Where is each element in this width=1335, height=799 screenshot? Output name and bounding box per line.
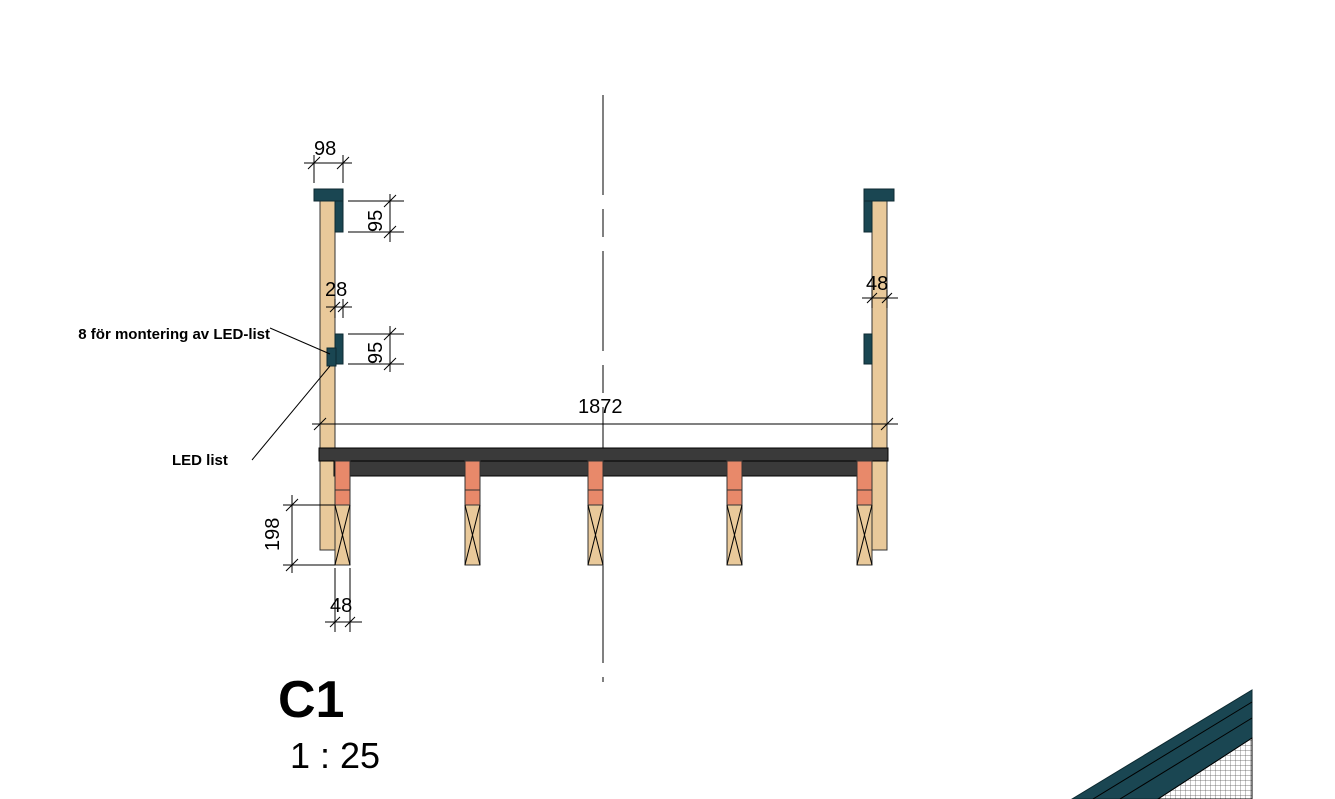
dimension-joist-width: 48 [325, 568, 362, 632]
left-top-cap [313, 188, 344, 202]
right-upper-batten [863, 200, 873, 233]
dim-top-width-label: 98 [314, 138, 336, 160]
right-top-cap [863, 188, 895, 202]
joist [856, 460, 873, 566]
left-wall [313, 188, 344, 551]
dimension-lower-batten: 95 [348, 326, 404, 372]
annotation-led-text: LED list [172, 452, 228, 469]
joist [464, 460, 481, 566]
annotation-batten: 8 för montering av LED-list [78, 326, 331, 355]
right-post [871, 199, 888, 551]
dim-joist-height-label: 198 [262, 518, 284, 551]
scale-label: 1 : 25 [290, 735, 380, 776]
led-strip [326, 347, 337, 367]
dim-joist-width-label: 48 [330, 595, 352, 617]
dimension-joist-height: 198 [262, 495, 335, 573]
joist [334, 460, 351, 566]
annotation-batten-text: 8 för montering av LED-list [78, 326, 270, 343]
dim-lower-batten-label: 95 [365, 342, 387, 364]
joists [334, 460, 873, 566]
joist [587, 460, 604, 566]
dim-right-post-label: 48 [866, 273, 888, 295]
dimension-top-width: 98 [304, 138, 352, 183]
dim-upper-batten-label: 95 [365, 210, 387, 232]
dim-batten-thickness-label: 28 [325, 279, 347, 301]
deck-top-layer [318, 447, 889, 462]
left-upper-batten [334, 200, 344, 233]
dimension-upper-batten: 95 [348, 194, 404, 242]
dimension-batten-thickness: 28 [325, 279, 352, 318]
view-label: C1 [278, 671, 344, 729]
dim-inner-width-label: 1872 [578, 396, 623, 418]
joist [726, 460, 743, 566]
dimension-inner-width: 1872 [312, 396, 898, 431]
right-wall [863, 188, 895, 551]
annotation-led: LED list [172, 365, 331, 469]
right-lower-batten [863, 333, 873, 365]
corner-detail [1071, 689, 1253, 799]
dimension-right-post: 48 [862, 273, 898, 308]
